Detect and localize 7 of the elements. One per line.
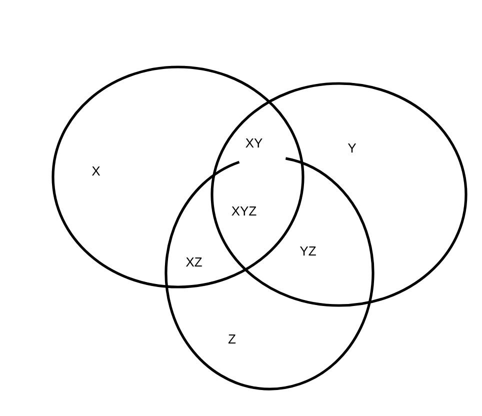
region-label: XY <box>246 138 262 148</box>
set-label: X <box>92 166 100 176</box>
region-label: XZ <box>186 258 202 266</box>
region-label: YZ <box>300 246 316 256</box>
set-label: Z <box>228 334 236 344</box>
set-label: Y <box>348 144 356 152</box>
region-label: XYZ <box>232 206 256 216</box>
